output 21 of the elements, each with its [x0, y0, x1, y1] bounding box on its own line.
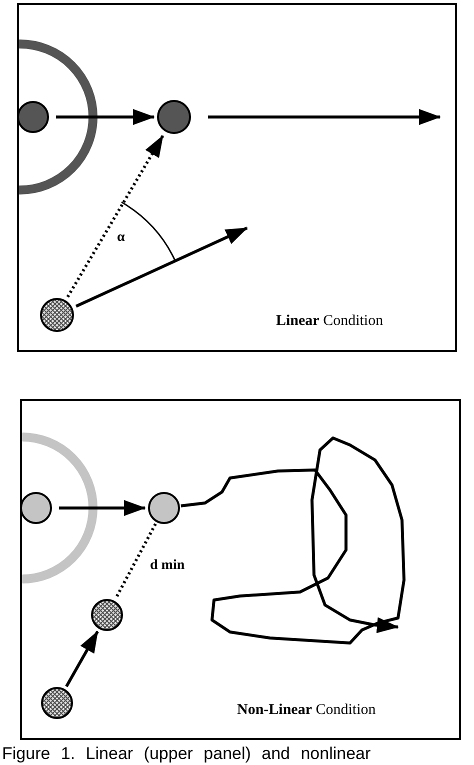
panel-frame	[17, 3, 457, 352]
condition-label: Linear Condition	[276, 313, 384, 330]
circle-marker	[41, 687, 73, 719]
circle-marker	[91, 599, 123, 631]
arrow	[56, 109, 155, 125]
arrow	[65, 630, 99, 688]
condition-label: Non-Linear Condition	[237, 702, 376, 719]
arrow	[208, 109, 441, 125]
circle-marker	[17, 101, 49, 133]
dotted-line	[114, 523, 157, 599]
figure-caption: Figure 1. Linear (upper panel) and nonlinear	[2, 744, 371, 764]
panel-frame	[20, 399, 461, 740]
circle-marker	[20, 492, 52, 524]
trajectory-arrow	[180, 436, 406, 644]
arrow	[59, 500, 146, 516]
circle-marker	[40, 298, 74, 332]
angle-label: α	[117, 230, 125, 246]
circle-marker	[148, 492, 180, 524]
dotted-arrow	[66, 135, 164, 298]
arrow	[75, 226, 248, 308]
circle-marker	[157, 100, 191, 134]
